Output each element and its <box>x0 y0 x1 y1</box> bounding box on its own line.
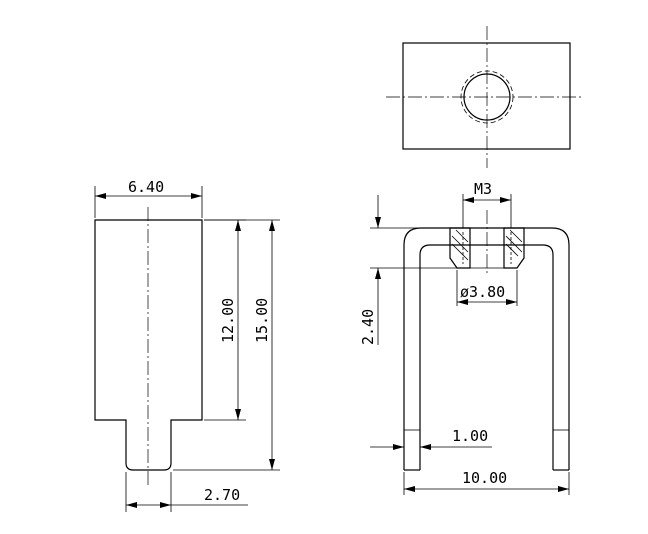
boss-left-wall <box>449 227 471 269</box>
arrow-head <box>457 299 468 305</box>
dim-label-offset: 2.40 <box>359 309 377 345</box>
dim-label-bore: ø3.80 <box>460 283 505 301</box>
bracket-outer <box>403 227 570 470</box>
arrow-head <box>160 502 171 508</box>
top-view <box>386 26 584 168</box>
threaded-boss <box>449 227 525 269</box>
hatch <box>451 235 469 253</box>
hatch <box>509 229 523 243</box>
arrow-head <box>375 217 381 228</box>
arrow-head <box>235 409 241 420</box>
dim-label-thread: M3 <box>474 180 492 198</box>
arrow-head <box>463 197 474 203</box>
dim-label-height-body: 12.00 <box>219 298 237 343</box>
dim-label-thickness: 1.00 <box>452 427 488 445</box>
arrow-head <box>500 197 511 203</box>
hatch <box>455 229 469 243</box>
side-view: 6.40 12.00 15.00 2.70 <box>94 178 280 512</box>
arrow-head <box>269 220 275 231</box>
arrow-head <box>404 486 415 492</box>
dim-label-span: 10.00 <box>462 469 507 487</box>
dim-label-height-total: 15.00 <box>253 298 271 343</box>
arrow-head <box>126 502 137 508</box>
hatch <box>505 235 523 253</box>
arrow-head <box>269 459 275 470</box>
arrow-head <box>506 299 517 305</box>
hatch <box>505 243 519 257</box>
arrow-head <box>393 444 404 450</box>
arrow-head <box>235 220 241 231</box>
arrow-head <box>558 486 569 492</box>
front-view: M3 ø3.80 2.40 1.00 10.00 <box>359 180 570 495</box>
dim-label-pin-width: 2.70 <box>204 486 240 504</box>
arrow-head <box>375 268 381 279</box>
bracket-inner <box>419 244 554 470</box>
dim-label-width-top: 6.40 <box>128 178 164 196</box>
arrow-head <box>420 444 431 450</box>
side-view-outline <box>94 219 203 471</box>
boss-right-wall <box>503 227 525 269</box>
arrow-head <box>191 193 202 199</box>
top-view-outline <box>402 42 571 150</box>
arrow-head <box>95 193 106 199</box>
hatch <box>451 243 469 261</box>
